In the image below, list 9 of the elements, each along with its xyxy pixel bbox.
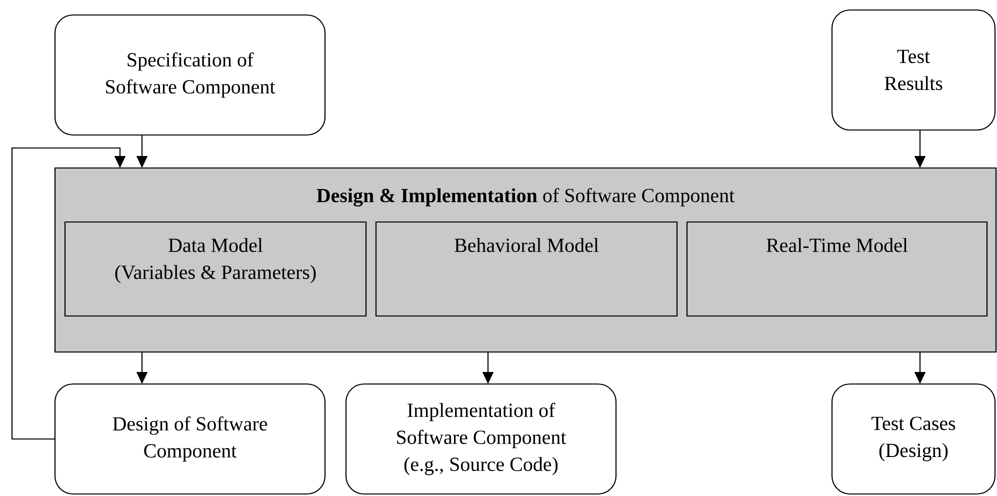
process-box: Specification of Software Component: [54, 14, 326, 136]
process-box: Test Cases (Design): [831, 383, 996, 495]
model-box: Data Model (Variables & Parameters): [64, 221, 367, 317]
model-box: Behavioral Model: [375, 221, 678, 317]
process-box: Implementation of Software Component (e.g., Source Code): [345, 383, 617, 495]
process-box: Design of Software Component: [54, 383, 326, 495]
model-box: Real-Time Model: [686, 221, 988, 317]
process-box: Test Results: [831, 9, 996, 131]
arrow: [11, 147, 126, 440]
